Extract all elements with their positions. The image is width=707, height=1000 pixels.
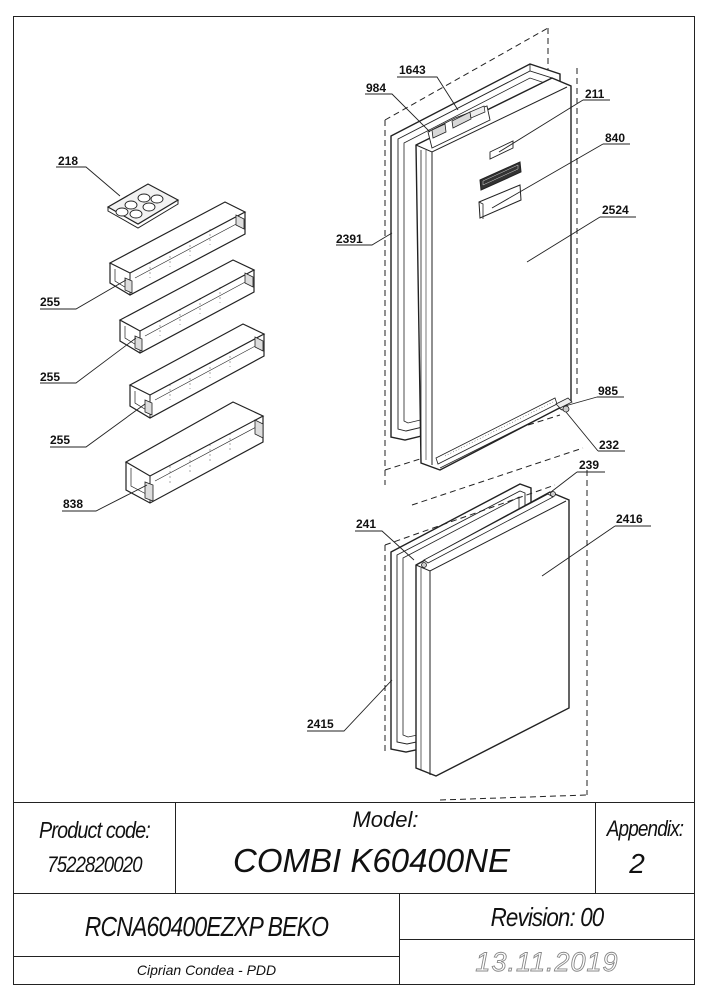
callout-218: 218 bbox=[58, 154, 78, 168]
callout-838: 838 bbox=[63, 497, 83, 511]
lower-door-panel bbox=[415, 491, 570, 777]
callout-241: 241 bbox=[356, 517, 376, 531]
callout-1643: 1643 bbox=[399, 63, 426, 77]
door-shelf-4 bbox=[124, 401, 265, 504]
callout-211: 211 bbox=[585, 87, 605, 101]
model-label: Model: bbox=[352, 807, 419, 832]
appendix-label: Appendix: bbox=[606, 816, 684, 841]
callout-239: 239 bbox=[579, 458, 599, 472]
callout-985: 985 bbox=[598, 384, 618, 398]
model-value: COMBI K60400NE bbox=[233, 842, 510, 879]
callout-232: 232 bbox=[599, 438, 619, 452]
appendix-value: 2 bbox=[629, 848, 645, 879]
date-cell bbox=[399, 939, 695, 985]
door-shelf-1 bbox=[108, 201, 247, 296]
door-shelf-2 bbox=[118, 259, 256, 354]
door-shelf-3 bbox=[128, 323, 266, 419]
callout-984: 984 bbox=[366, 81, 386, 95]
callout-labels: 1643 984 211 840 218 2524 2391 255 255 2… bbox=[40, 63, 643, 731]
callout-255-c: 255 bbox=[50, 433, 70, 447]
upper-door-panel bbox=[415, 77, 573, 471]
author-name: Ciprian Condea - PDD bbox=[136, 962, 277, 978]
callout-2391: 2391 bbox=[336, 232, 363, 246]
callout-255-a: 255 bbox=[40, 295, 60, 309]
variant-name: RCNA60400EZXP BEKO bbox=[84, 911, 329, 942]
product-code-label: Product code: bbox=[39, 816, 151, 843]
callout-2416: 2416 bbox=[616, 512, 643, 526]
revision-label: Revision: 00 bbox=[490, 901, 605, 932]
callout-2524: 2524 bbox=[602, 203, 629, 217]
leader-lines bbox=[40, 76, 651, 732]
callout-2415: 2415 bbox=[307, 717, 334, 731]
egg-tray bbox=[106, 183, 180, 229]
callout-255-b: 255 bbox=[40, 370, 60, 384]
revision-date: 13.11.2019 bbox=[475, 946, 619, 977]
product-code-value: 7522820020 bbox=[47, 852, 142, 877]
callout-840: 840 bbox=[605, 131, 625, 145]
